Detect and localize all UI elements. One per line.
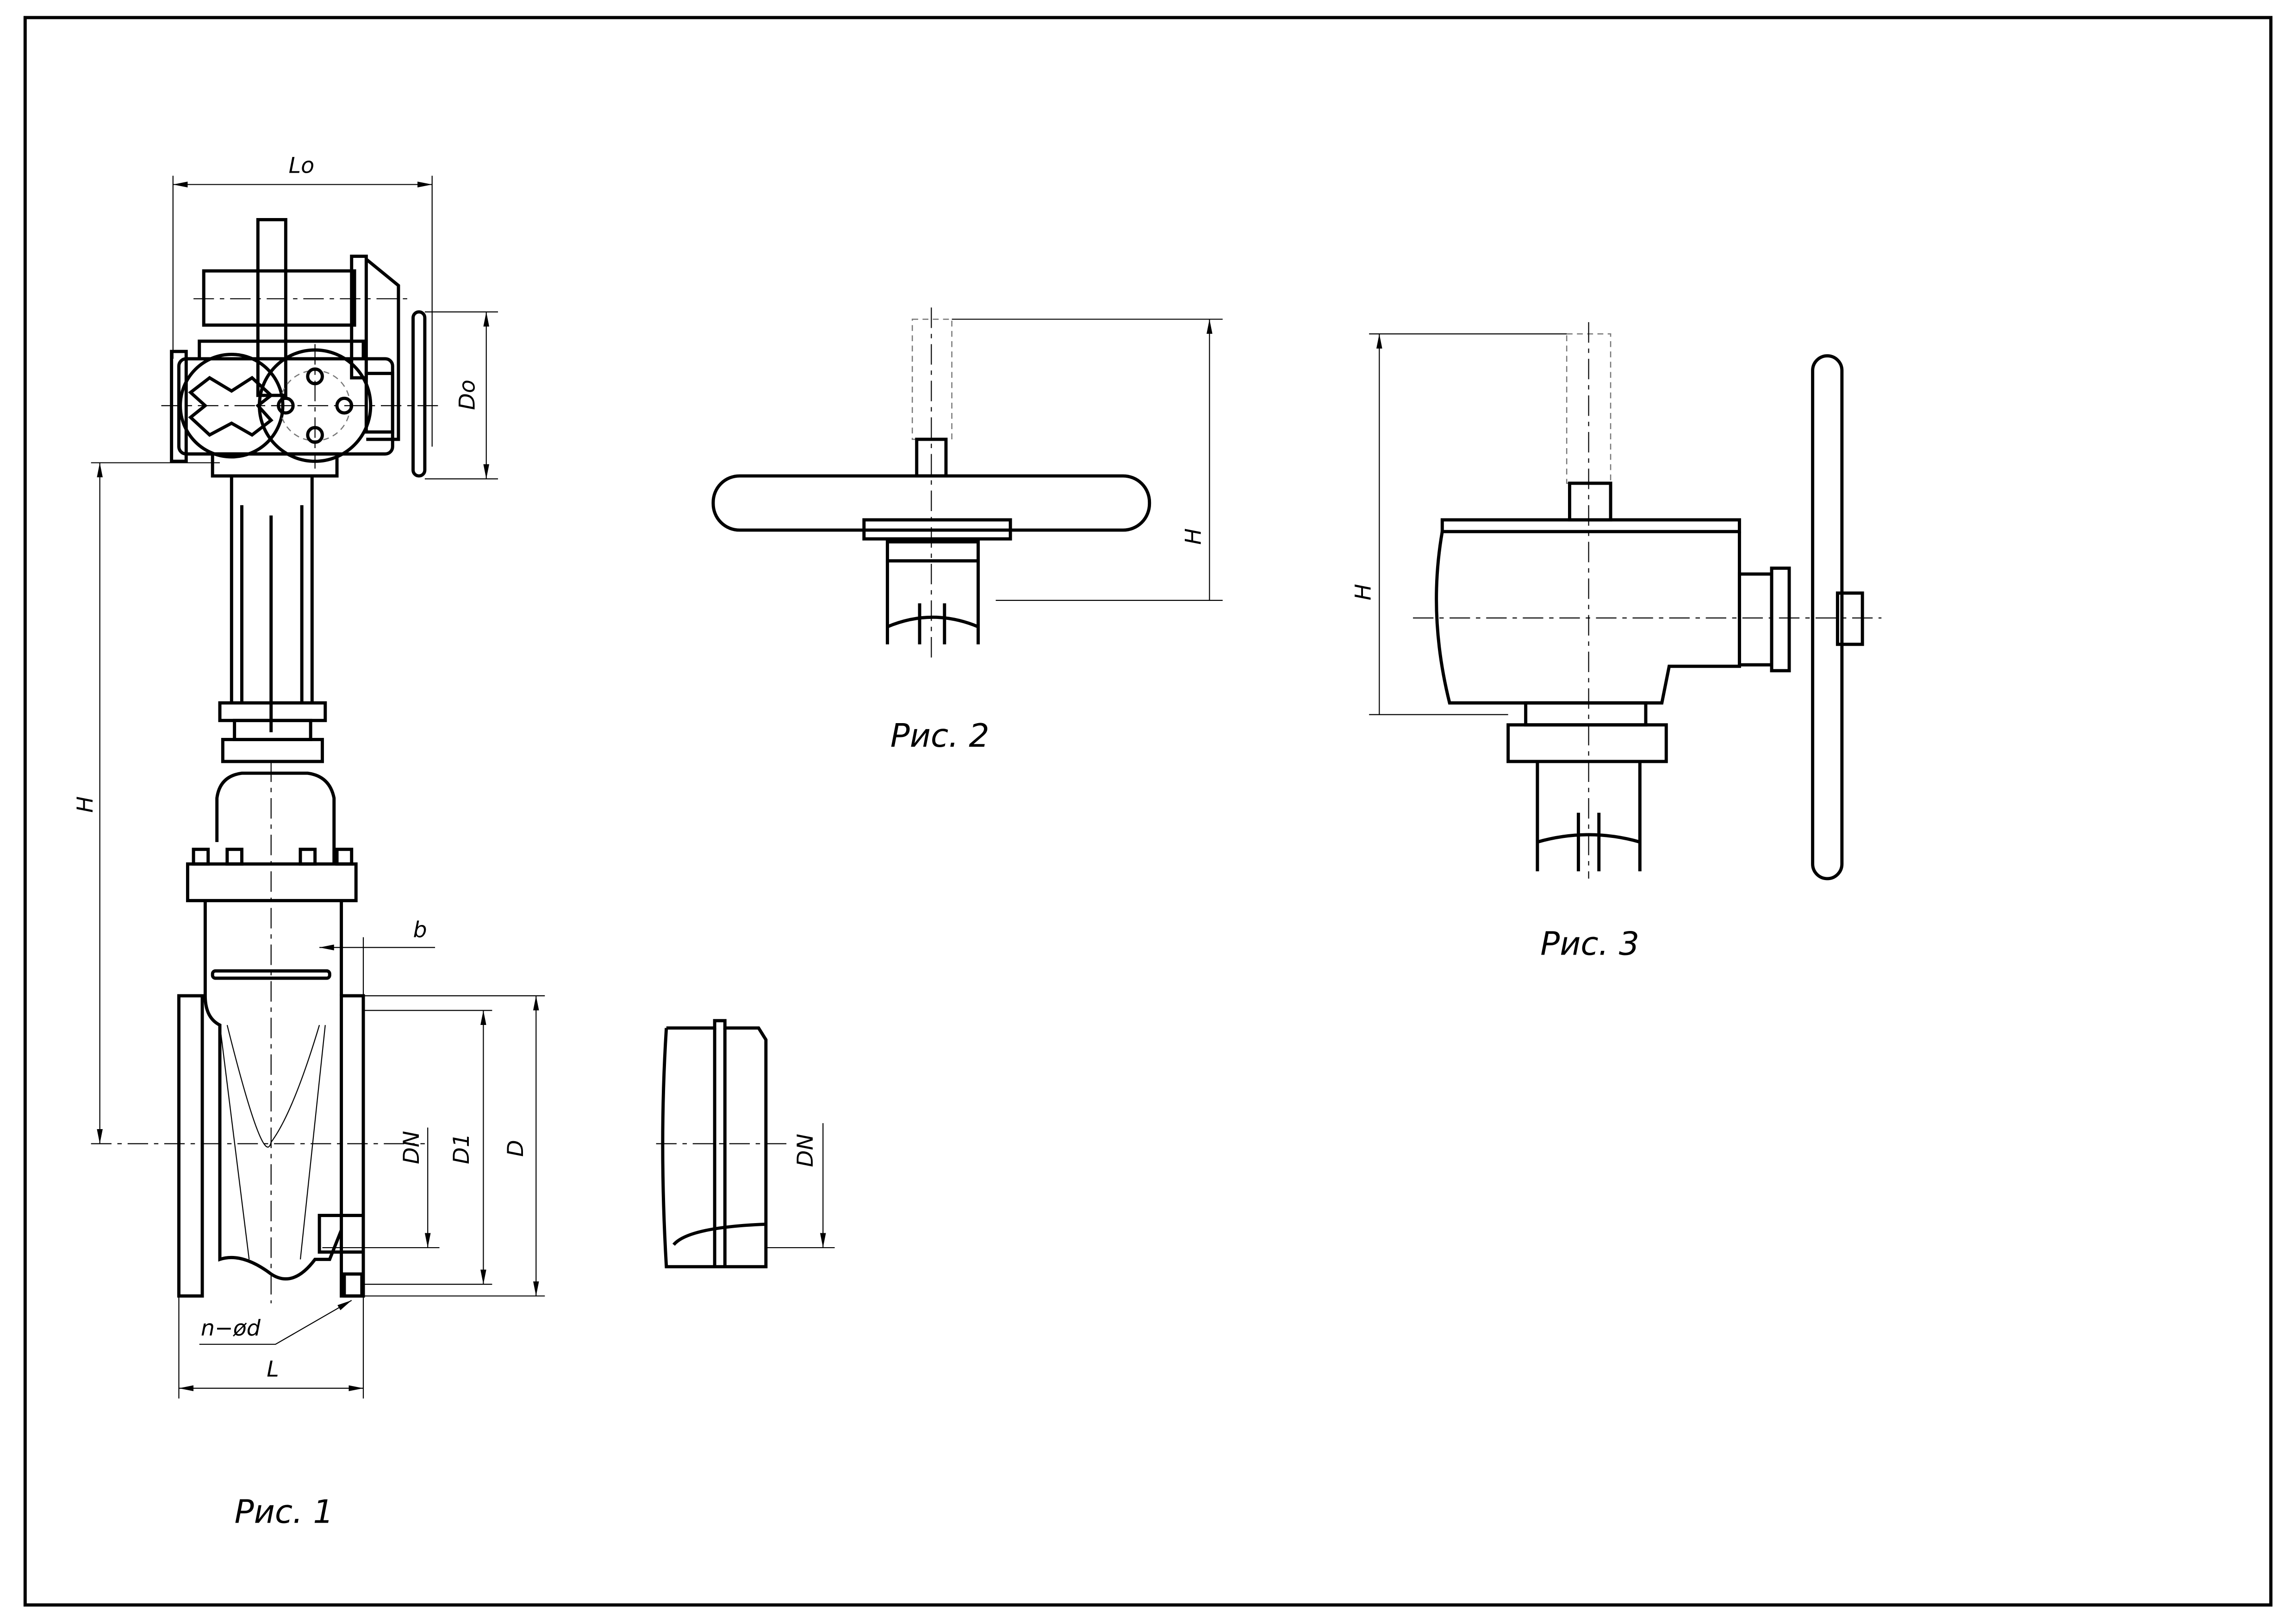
dim-lo: Lo: [289, 153, 314, 178]
dim-b: b: [413, 917, 427, 943]
dim-do: Do: [454, 380, 480, 410]
figure-3-gearbox: H Рис. 3: [1350, 322, 1882, 962]
figure-3-caption: Рис. 3: [1540, 925, 1639, 962]
figure-1-caption: Рис. 1: [235, 1493, 334, 1531]
dim-l: L: [267, 1356, 279, 1382]
end-detail: DN: [656, 1019, 835, 1268]
figure-1-valve-with-actuator: Lo Do: [73, 153, 545, 1531]
dim-dn-detail: DN: [793, 1134, 818, 1167]
figure-2-caption: Рис. 2: [890, 717, 989, 755]
dim-d1: D1: [449, 1133, 474, 1164]
dim-n-od: n−ød: [201, 1316, 261, 1341]
dim-d: D: [503, 1140, 529, 1157]
dim-h-fig2: H: [1181, 528, 1206, 545]
dim-h-fig3: H: [1350, 584, 1376, 600]
dim-h-fig1: H: [73, 796, 98, 813]
figure-2-handwheel: H Рис. 2: [711, 307, 1223, 755]
dim-dn: DN: [399, 1131, 424, 1164]
sheet-border: [23, 16, 2273, 1607]
